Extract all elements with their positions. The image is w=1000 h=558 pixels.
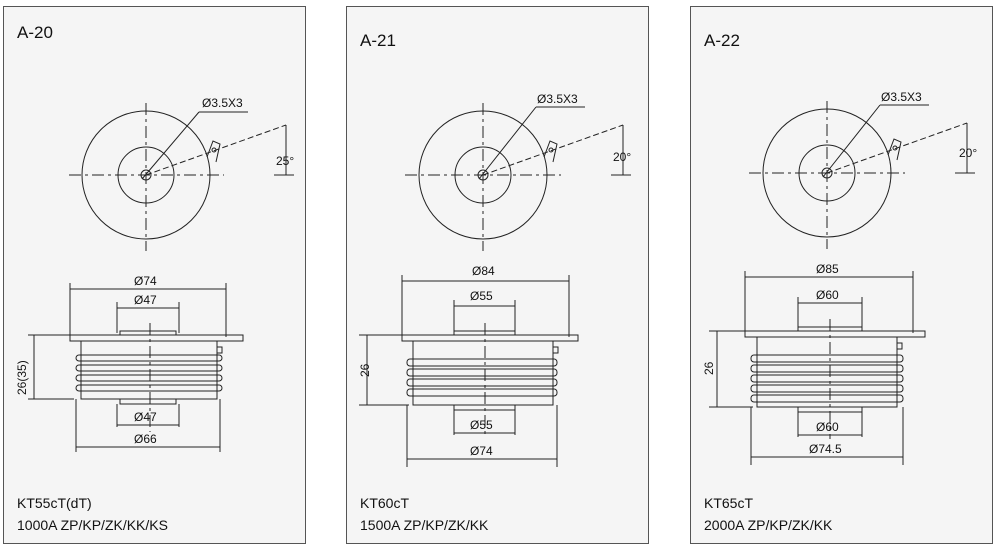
outer-dia-label: Ø74 (134, 274, 157, 288)
panel-a22: A-22 (690, 6, 993, 544)
rating-label: 1000A ZP/KP/ZK/KK/KS (17, 517, 168, 533)
hole-leader (141, 111, 200, 180)
outer-dia-label: Ø85 (816, 262, 839, 276)
gate-tab (206, 140, 221, 163)
panel-title: A-20 (17, 23, 53, 42)
gate-tab (543, 140, 558, 163)
inner-top-label: Ø60 (816, 288, 839, 302)
top-flange (401, 334, 579, 342)
angle-label: 20° (959, 146, 977, 160)
height-label: 26(35) (15, 360, 29, 395)
angle-label: 20° (613, 150, 631, 164)
model-label: KT65cT (704, 495, 754, 511)
base-dia-label: Ø74 (470, 444, 493, 458)
body (412, 340, 554, 406)
model-label: KT55cT(dT) (17, 495, 92, 511)
outer-dia-label: Ø84 (472, 264, 495, 278)
inner-bottom-label: Ø47 (134, 410, 157, 424)
thyristor-drawing: Ø3.5X3 20° Ø84 Ø55 26 Ø55 Ø74 (358, 92, 631, 467)
hole-leader (478, 106, 537, 180)
gate-tab (887, 138, 902, 161)
panel-title: A-22 (704, 31, 740, 50)
inner-bottom-label: Ø60 (816, 420, 839, 434)
model-label: KT60cT (360, 495, 410, 511)
height-label: 26 (702, 361, 716, 375)
top-flange (69, 334, 244, 342)
top-flange (744, 330, 926, 338)
hole-label: Ø3.5X3 (202, 96, 243, 110)
hole-leader (822, 104, 881, 178)
angle-line (482, 124, 624, 176)
body (80, 340, 218, 400)
angle-line (145, 124, 287, 176)
rating-label: 1500A ZP/KP/ZK/KK (360, 517, 489, 533)
hole-label: Ø3.5X3 (881, 90, 922, 104)
panel-title: A-21 (360, 31, 396, 50)
thyristor-drawing: Ø3.5X3 20° Ø85 Ø60 26 Ø60 Ø74.5 (702, 90, 977, 465)
panel-a20: A-20 (3, 6, 306, 544)
height-label: 26 (358, 363, 372, 377)
base-dia-label: Ø66 (134, 432, 157, 446)
base-dia-label: Ø74.5 (809, 442, 842, 456)
rating-label: 2000A ZP/KP/ZK/KK (704, 517, 833, 533)
inner-top-label: Ø47 (134, 293, 157, 307)
inner-top-label: Ø55 (470, 289, 493, 303)
hole-label: Ø3.5X3 (537, 92, 578, 106)
thyristor-drawing: Ø3.5X3 25° Ø74 Ø47 26(35) Ø47 Ø66 (15, 96, 294, 452)
angle-label: 25° (276, 154, 294, 168)
panel-a21: A-21 (346, 6, 649, 544)
inner-bottom-label: Ø55 (470, 418, 493, 432)
angle-line (826, 122, 968, 174)
